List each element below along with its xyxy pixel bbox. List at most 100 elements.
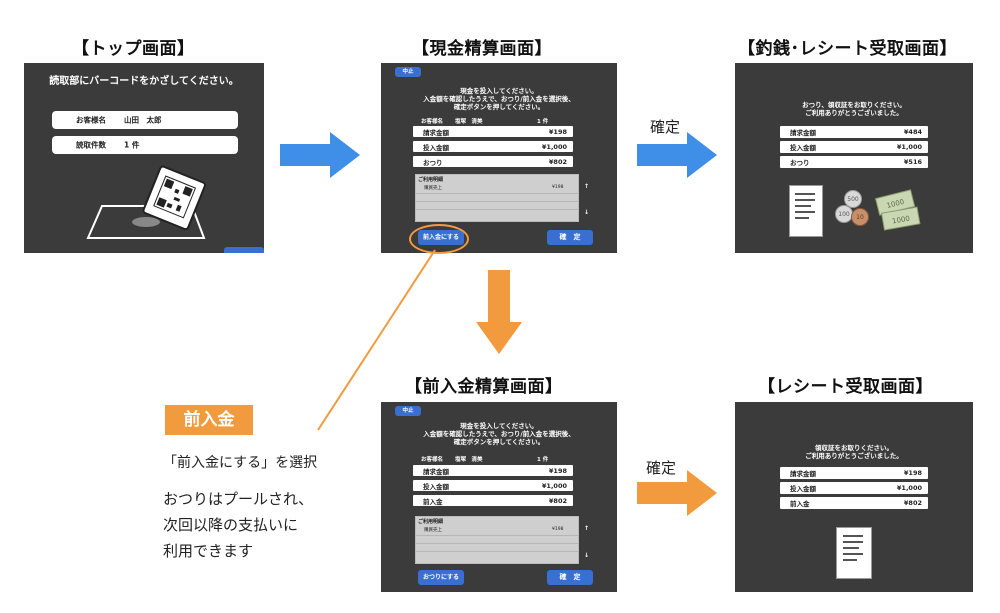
customer-name-label: お客様名 xyxy=(421,457,444,463)
billed-amount-row: 請求金額 ¥198 xyxy=(413,126,573,137)
change-amount-row: おつり ¥516 xyxy=(780,156,928,168)
cancel-button[interactable]: 中止 xyxy=(395,67,421,77)
callout-connector-line xyxy=(317,249,436,431)
change-amount-value: ¥802 xyxy=(548,157,567,166)
customer-name-label: お客様名 xyxy=(421,119,444,125)
receipt-message-line-2: ご利用ありがとうございました。 xyxy=(805,452,903,460)
corner-button-partial xyxy=(224,247,264,253)
prepay-message-line-2: 入金額を確認したうえで、おつり/前入金を選択後、 xyxy=(423,430,575,438)
scroll-up-arrow[interactable]: ↑ xyxy=(584,525,590,532)
cash-message-line-2: 入金額を確認したうえで、おつり/前入金を選択後、 xyxy=(423,95,575,103)
title-receipt-screen: 【レシート受取画面】 xyxy=(758,377,933,397)
change-message-line-1: おつり、領収証をお取りください。 xyxy=(802,101,906,109)
customer-name-value: 塩塚 清美 xyxy=(455,457,483,463)
note-line-2: 次回以降の支払いに xyxy=(163,516,299,534)
receipt-paper-icon xyxy=(789,185,823,237)
title-prepay-screen: 【前入金精算画面】 xyxy=(405,377,563,397)
title-change-screen: 【釣銭･レシート受取画面】 xyxy=(738,39,957,59)
usage-details-header: ご利用明細 xyxy=(418,519,444,525)
change-amount-row: おつり ¥802 xyxy=(413,156,573,167)
receipt-screen: 領収証をお取りください。 ご利用ありがとうございました。 請求金額 ¥198 投… xyxy=(735,402,973,592)
barcode-reader-illustration xyxy=(86,165,206,239)
cancel-button[interactable]: 中止 xyxy=(395,406,421,416)
note-line-3: 利用できます xyxy=(163,542,254,560)
inserted-amount-value: ¥1,000 xyxy=(541,142,567,151)
inserted-amount-row: 投入金額 ¥1,000 xyxy=(413,480,573,491)
prepay-amount-label: 前入金 xyxy=(790,500,810,508)
title-cash-screen: 【現金精算画面】 xyxy=(412,39,552,59)
inserted-amount-label: 投入金額 xyxy=(423,143,449,152)
scan-instruction: 読取部にバーコードをかざしてください。 xyxy=(49,76,239,87)
receipt-paper-icon xyxy=(836,527,872,579)
customer-name-row: お客様名 山田 太郎 xyxy=(52,111,238,129)
inserted-amount-row: 投入金額 ¥1,000 xyxy=(780,141,928,153)
receipt-message-line-1: 領収証をお取りください。 xyxy=(815,444,893,452)
cash-message-line-1: 現金を投入してください。 xyxy=(460,87,538,95)
scroll-down-arrow[interactable]: ↓ xyxy=(584,552,590,559)
billed-amount-value: ¥198 xyxy=(548,127,567,136)
coin-100-label: 100 xyxy=(838,211,850,218)
top-screen: 読取部にバーコードをかざしてください。 お客様名 山田 太郎 読取件数 1 件 xyxy=(24,63,264,253)
arrow-prepay-to-receipt xyxy=(637,470,717,516)
prepay-message-line-1: 現金を投入してください。 xyxy=(460,422,538,430)
prepay-button-highlight xyxy=(409,224,469,254)
customer-name-value: 塩塚 清美 xyxy=(455,119,483,125)
prepay-amount-row: 前入金 ¥802 xyxy=(780,497,928,509)
arrow-cash-to-change xyxy=(637,132,717,178)
prepay-amount-row: 前入金 ¥802 xyxy=(413,495,573,506)
prepay-settlement-screen: 中止 現金を投入してください。 入金額を確認したうえで、おつり/前入金を選択後、… xyxy=(381,402,617,592)
step-instruction: 「前入金にする」を選択 xyxy=(163,455,318,471)
usage-details-panel[interactable]: ご利用明細 購買売上 ¥198 xyxy=(415,516,579,564)
read-count-row: 読取件数 1 件 xyxy=(52,136,238,154)
inserted-amount-row: 投入金額 ¥1,000 xyxy=(780,482,928,494)
billed-amount-value: ¥484 xyxy=(903,128,922,136)
inserted-amount-value: ¥1,000 xyxy=(541,481,567,490)
inserted-amount-label: 投入金額 xyxy=(423,482,449,491)
prepay-amount-value: ¥802 xyxy=(903,499,922,507)
inserted-amount-label: 投入金額 xyxy=(790,485,816,493)
item-count: 1 件 xyxy=(537,457,549,463)
scroll-down-arrow[interactable]: ↓ xyxy=(584,209,590,216)
cash-illustration: 500 100 10 1000 1000 xyxy=(835,189,921,231)
billed-amount-label: 請求金額 xyxy=(423,128,449,137)
billed-amount-row: 請求金額 ¥484 xyxy=(780,126,928,138)
confirm-button[interactable]: 確 定 xyxy=(547,230,593,245)
change-amount-value: ¥516 xyxy=(903,158,922,166)
billed-amount-label: 請求金額 xyxy=(790,470,816,478)
prepay-message-line-3: 確定ボタンを押してください。 xyxy=(453,438,545,446)
inserted-amount-value: ¥1,000 xyxy=(896,143,922,151)
item-count: 1 件 xyxy=(537,119,549,125)
customer-name-value: 山田 太郎 xyxy=(124,115,162,125)
change-amount-label: おつり xyxy=(790,159,810,167)
cash-message-line-3: 確定ボタンを押してください。 xyxy=(453,103,545,111)
scroll-up-arrow[interactable]: ↑ xyxy=(584,183,590,190)
billed-amount-value: ¥198 xyxy=(903,469,922,477)
billed-amount-label: 請求金額 xyxy=(423,467,449,476)
coin-500-label: 500 xyxy=(847,196,859,203)
inserted-amount-row: 投入金額 ¥1,000 xyxy=(413,141,573,152)
note-line-1: おつりはプールされ、 xyxy=(163,490,314,508)
usage-detail-item: 購買売上 xyxy=(424,528,442,533)
read-count-value: 1 件 xyxy=(124,140,140,150)
inserted-amount-value: ¥1,000 xyxy=(896,484,922,492)
change-receipt-screen: おつり、領収証をお取りください。 ご利用ありがとうございました。 請求金額 ¥4… xyxy=(735,63,973,253)
usage-detail-price: ¥198 xyxy=(552,185,564,190)
usage-details-panel[interactable]: ご利用明細 購買売上 ¥198 xyxy=(415,174,579,222)
inserted-amount-label: 投入金額 xyxy=(790,144,816,152)
billed-amount-row: 請求金額 ¥198 xyxy=(413,465,573,476)
usage-detail-price: ¥198 xyxy=(552,527,564,532)
usage-detail-item: 購買売上 xyxy=(424,186,442,191)
arrow-cash-to-prepay xyxy=(476,270,522,354)
customer-name-label: お客様名 xyxy=(76,115,106,125)
cash-settlement-screen: 中止 現金を投入してください。 入金額を確認したうえで、おつり/前入金を選択後、… xyxy=(381,63,617,253)
billed-amount-value: ¥198 xyxy=(548,466,567,475)
billed-amount-row: 請求金額 ¥198 xyxy=(780,467,928,479)
change-message-line-2: ご利用ありがとうございました。 xyxy=(805,109,903,117)
change-button[interactable]: おつりにする xyxy=(418,570,464,585)
usage-details-header: ご利用明細 xyxy=(418,177,444,183)
coin-10-label: 10 xyxy=(856,214,864,221)
confirm-button[interactable]: 確 定 xyxy=(547,570,593,585)
confirm-label-2: 確定 xyxy=(646,459,677,477)
title-top-screen: 【トップ画面】 xyxy=(72,39,195,59)
prepay-badge: 前入金 xyxy=(165,405,253,435)
